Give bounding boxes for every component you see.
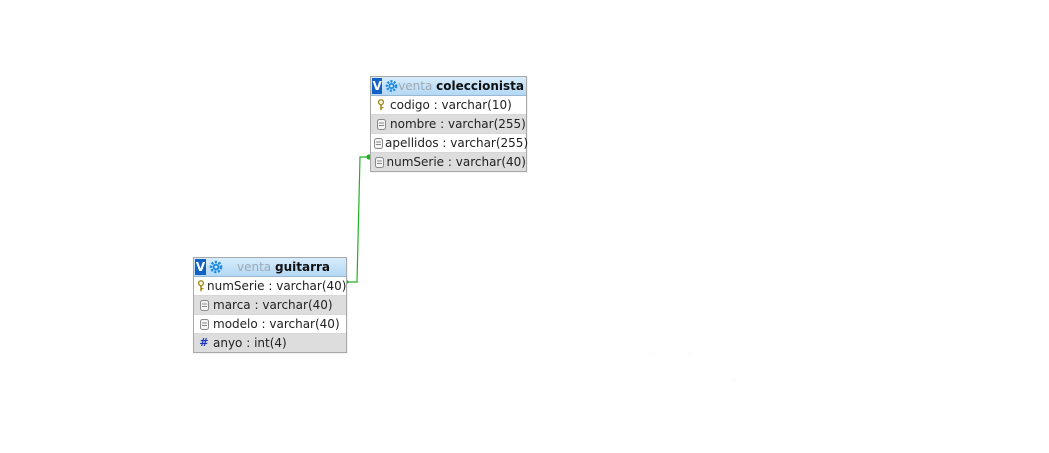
- column-text: codigo : varchar(10): [390, 98, 512, 112]
- column-text: nombre : varchar(255): [390, 117, 526, 131]
- canvas-speck: [734, 380, 735, 381]
- table-coleccionista[interactable]: V venta coleccionista codigo : varchar(1…: [370, 76, 529, 172]
- key-icon: [374, 98, 388, 112]
- column-text: anyo : int(4): [213, 336, 287, 350]
- gear-icon[interactable]: [385, 79, 398, 93]
- canvas-speck: [650, 353, 651, 354]
- column-row[interactable]: apellidos : varchar(255): [371, 134, 529, 153]
- relation-line-guitarra-coleccionista[interactable]: [346, 156, 370, 283]
- table-name: guitarra: [274, 260, 330, 274]
- column-icon: [374, 155, 385, 169]
- column-icon: [374, 136, 383, 150]
- column-row[interactable]: # anyo : int(4): [194, 334, 346, 352]
- canvas-speck: [689, 353, 690, 354]
- toggle-columns-button[interactable]: V: [372, 78, 383, 94]
- column-icon: [197, 298, 211, 312]
- column-text: numSerie : varchar(40): [386, 155, 526, 169]
- column-icon: [374, 117, 388, 131]
- column-row[interactable]: numSerie : varchar(40): [194, 277, 346, 296]
- database-name: venta: [237, 260, 272, 274]
- gear-icon[interactable]: [209, 260, 223, 274]
- column-text: apellidos : varchar(255): [385, 136, 529, 150]
- toggle-columns-button[interactable]: V: [195, 259, 206, 275]
- column-row[interactable]: codigo : varchar(10): [371, 96, 526, 115]
- column-icon: [197, 317, 211, 331]
- column-text: numSerie : varchar(40): [207, 279, 347, 293]
- column-row[interactable]: numSerie : varchar(40): [371, 153, 526, 171]
- table-header[interactable]: V venta guitarra: [194, 258, 346, 277]
- table-header[interactable]: V venta coleccionista: [371, 77, 526, 96]
- column-row[interactable]: marca : varchar(40): [194, 296, 346, 315]
- column-row[interactable]: modelo : varchar(40): [194, 315, 346, 334]
- numeric-icon: #: [199, 336, 209, 349]
- column-text: modelo : varchar(40): [213, 317, 340, 331]
- table-guitarra[interactable]: V venta guitarra numSerie : varchar(40) …: [193, 257, 347, 353]
- database-name: venta: [398, 79, 433, 93]
- key-icon: [197, 279, 205, 293]
- column-row[interactable]: nombre : varchar(255): [371, 115, 526, 134]
- table-name: coleccionista: [436, 79, 524, 93]
- column-text: marca : varchar(40): [213, 298, 333, 312]
